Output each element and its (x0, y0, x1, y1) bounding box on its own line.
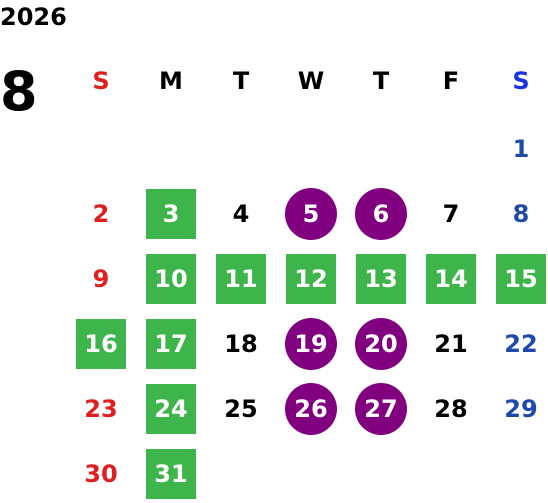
calendar-year: 2026 (0, 3, 67, 31)
day-cell-highlighted-circle[interactable]: 20 (355, 318, 407, 370)
day-cell[interactable]: 2 (92, 200, 110, 228)
day-cell-highlighted-circle[interactable]: 27 (355, 383, 407, 435)
weekday-header-sun: S (92, 67, 110, 95)
day-cell-highlighted-green[interactable]: 16 (76, 319, 126, 369)
day-cell-highlighted-green[interactable]: 14 (426, 254, 476, 304)
weekday-header-sat: S (512, 67, 530, 95)
weekday-header-tue: T (232, 67, 250, 95)
day-cell[interactable]: 25 (224, 395, 258, 423)
day-cell-highlighted-green[interactable]: 3 (146, 189, 196, 239)
day-cell-highlighted-circle[interactable]: 5 (285, 188, 337, 240)
day-cell-highlighted-green[interactable]: 31 (146, 449, 196, 499)
day-cell[interactable]: 29 (504, 395, 538, 423)
day-cell[interactable]: 1 (512, 135, 530, 163)
weekday-header-thu: T (372, 67, 390, 95)
day-cell[interactable]: 21 (434, 330, 468, 358)
day-cell[interactable]: 9 (92, 265, 110, 293)
calendar-month-number: 8 (0, 60, 38, 123)
day-cell[interactable]: 4 (232, 200, 250, 228)
day-cell[interactable]: 23 (84, 395, 118, 423)
day-cell-highlighted-green[interactable]: 11 (216, 254, 266, 304)
weekday-header-mon: M (159, 67, 183, 95)
day-cell-highlighted-green[interactable]: 17 (146, 319, 196, 369)
day-cell[interactable]: 30 (84, 460, 118, 488)
day-cell-highlighted-green[interactable]: 12 (286, 254, 336, 304)
day-cell-highlighted-circle[interactable]: 6 (355, 188, 407, 240)
day-cell-highlighted-green[interactable]: 13 (356, 254, 406, 304)
day-cell-highlighted-green[interactable]: 15 (496, 254, 546, 304)
day-cell-highlighted-green[interactable]: 24 (146, 384, 196, 434)
day-cell[interactable]: 22 (504, 330, 538, 358)
weekday-header-wed: W (297, 67, 325, 95)
day-cell-highlighted-green[interactable]: 10 (146, 254, 196, 304)
day-cell-highlighted-circle[interactable]: 19 (285, 318, 337, 370)
day-cell-highlighted-circle[interactable]: 26 (285, 383, 337, 435)
day-cell[interactable]: 28 (434, 395, 468, 423)
day-cell[interactable]: 7 (442, 200, 460, 228)
day-cell[interactable]: 18 (224, 330, 258, 358)
weekday-header-fri: F (442, 67, 460, 95)
day-cell[interactable]: 8 (512, 200, 530, 228)
